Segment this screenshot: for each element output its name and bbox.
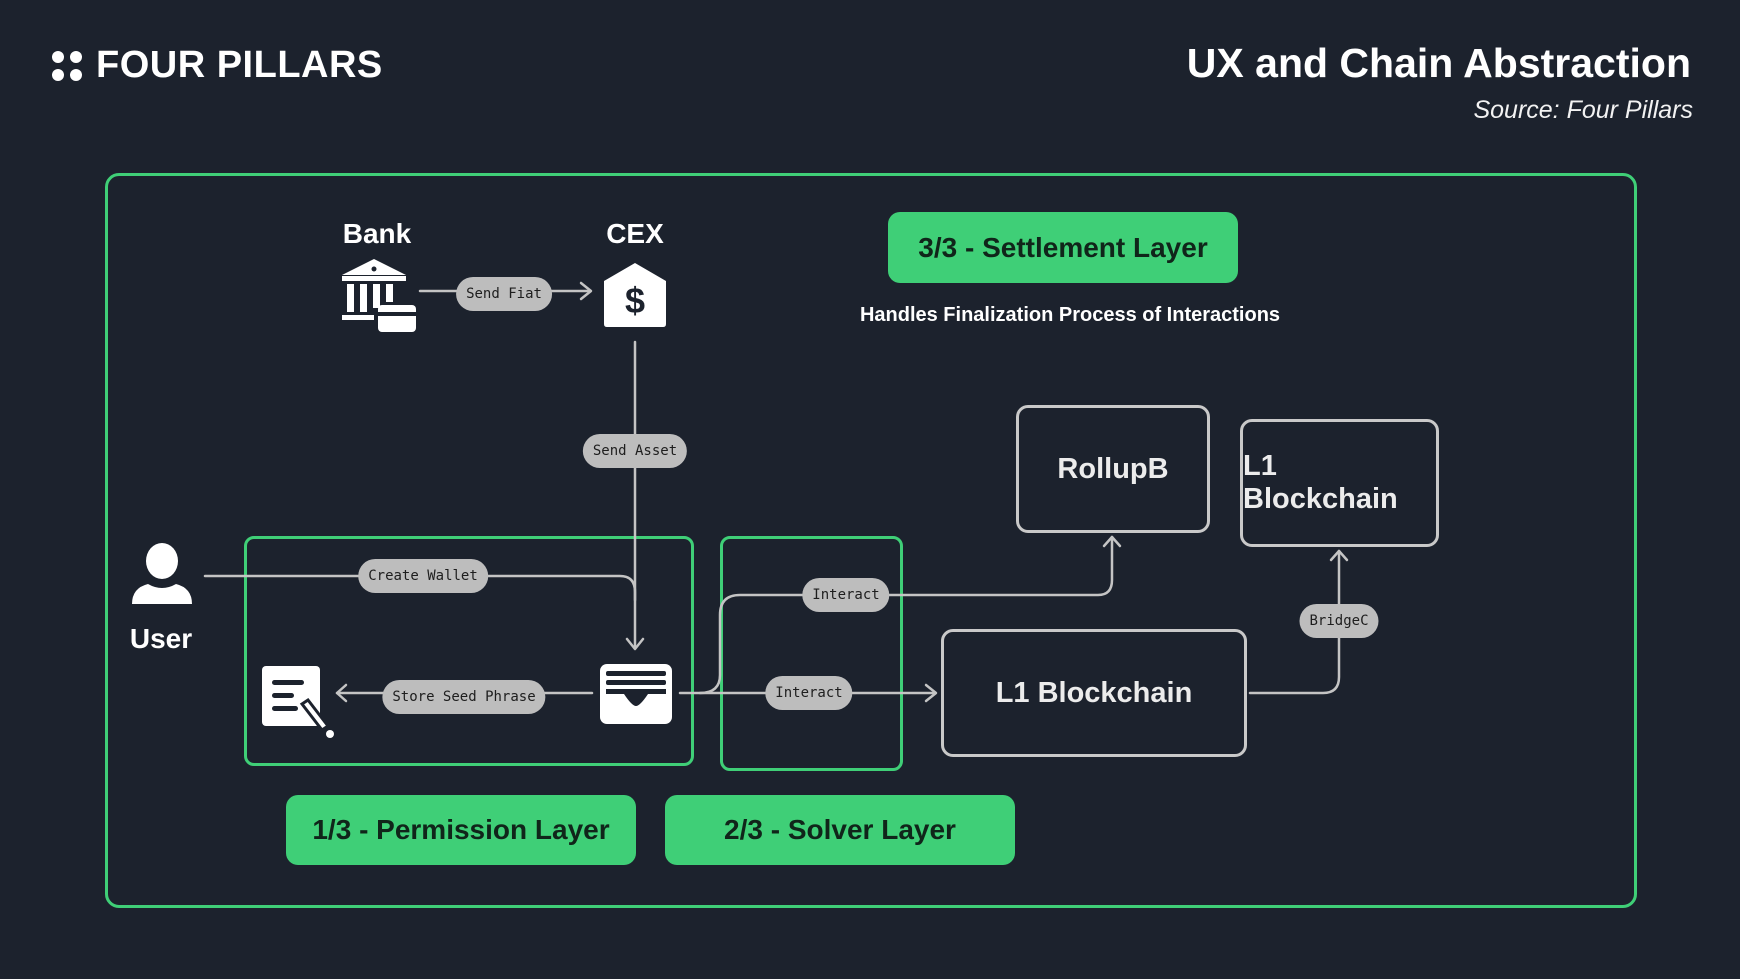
edge-interact-rollup bbox=[698, 535, 1114, 695]
bank-card-icon bbox=[342, 259, 416, 332]
arrowhead-send-fiat bbox=[579, 281, 593, 301]
diagram-frame bbox=[105, 173, 1637, 908]
interact-rollup-label: Interact bbox=[802, 578, 890, 612]
source-caption: Source: Four Pillars bbox=[1473, 96, 1693, 124]
send-asset-label: Send Asset bbox=[582, 434, 688, 468]
document-pen-icon bbox=[262, 666, 334, 738]
arrowhead-send-asset bbox=[625, 637, 645, 651]
arrowhead-bridge-c bbox=[1329, 549, 1349, 562]
cex-label: CEX bbox=[606, 218, 664, 249]
four-dots-icon bbox=[52, 50, 82, 81]
wallet-icon bbox=[600, 664, 672, 724]
send-fiat-label: Send Fiat bbox=[456, 277, 552, 311]
edge-bridge-c bbox=[1248, 549, 1341, 695]
page-title: UX and Chain Abstraction bbox=[1186, 40, 1691, 86]
house-dollar-icon: $ bbox=[604, 263, 666, 327]
solver-layer-badge: 2/3 - Solver Layer bbox=[665, 795, 1015, 865]
brand-logo: FOUR PILLARS bbox=[52, 44, 383, 87]
store-seed-label: Store Seed Phrase bbox=[382, 680, 546, 714]
create-wallet-label: Create Wallet bbox=[358, 559, 488, 593]
permission-layer-group bbox=[244, 536, 694, 766]
user-label: User bbox=[129, 623, 193, 654]
settlement-layer-badge: 3/3 - Settlement Layer bbox=[888, 212, 1238, 283]
bank-label: Bank bbox=[342, 218, 412, 249]
l1-blockchain-main-node: L1 Blockchain bbox=[941, 629, 1247, 757]
interact-l1-label: Interact bbox=[765, 676, 853, 710]
arrowhead-interact-l1 bbox=[924, 683, 938, 703]
permission-layer-badge: 1/3 - Permission Layer bbox=[286, 795, 636, 865]
arrowhead-interact-rollup bbox=[1102, 535, 1122, 548]
rollup-b-node: RollupB bbox=[1016, 405, 1210, 533]
svg-text:$: $ bbox=[625, 280, 645, 321]
user-icon bbox=[132, 543, 192, 604]
edge-create-wallet bbox=[203, 574, 637, 602]
brand-name: FOUR PILLARS bbox=[96, 44, 383, 86]
l1-blockchain-top-node: L1 Blockchain bbox=[1240, 419, 1439, 547]
solver-layer-group bbox=[720, 536, 903, 771]
arrowhead-store-seed bbox=[335, 683, 348, 703]
settlement-layer-description: Handles Finalization Process of Interact… bbox=[859, 304, 1281, 326]
bridge-c-label: BridgeC bbox=[1299, 604, 1379, 638]
